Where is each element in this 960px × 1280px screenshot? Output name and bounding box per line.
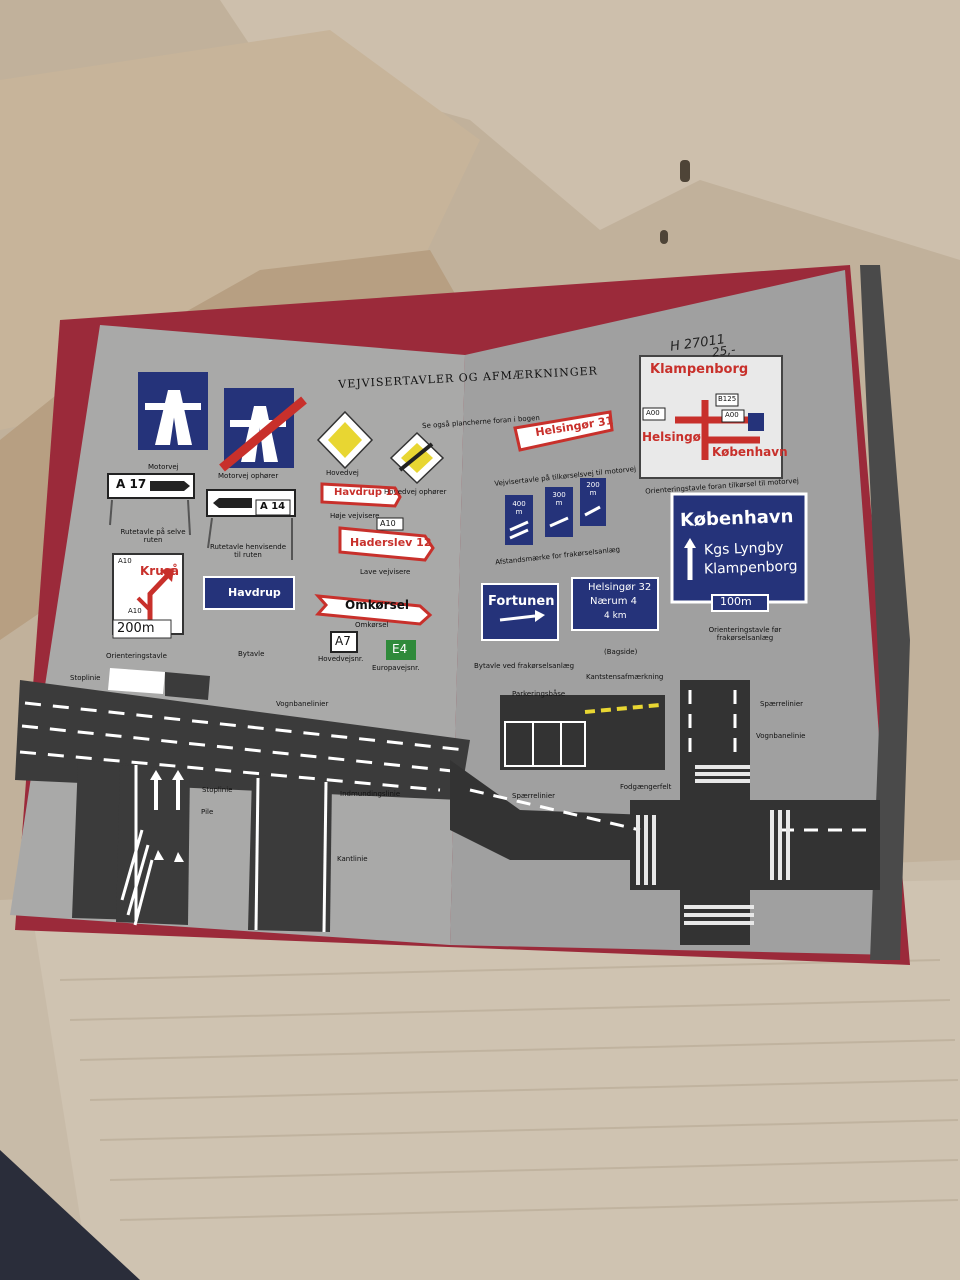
road-label-stoplinie: Stoplinie	[70, 674, 101, 682]
detour-sign-caption: Omkørsel	[355, 621, 389, 629]
high-sign-caption: Høje vejvisere	[330, 512, 380, 520]
diagram-sign-route-top: B125	[718, 395, 737, 403]
big-sign-line-1: København	[679, 506, 794, 531]
road-label-stoplinie-2: Stoplinie	[202, 786, 233, 794]
main-road-number-caption: Hovedvejsnr.	[318, 655, 364, 663]
route-sign-2-caption: Rutetavle henvisende til ruten	[209, 543, 287, 559]
diagram-sign-top: Klampenborg	[650, 362, 749, 377]
distance-marker-300: 300 m	[552, 491, 566, 507]
back-sign-line-3: 4 km	[604, 611, 627, 621]
diagram-sign-left: Helsingør	[642, 430, 707, 444]
distance-marker-200: 200 m	[586, 481, 600, 497]
orient-sign-text: Kruså	[140, 564, 179, 578]
road-label-spaerrelinier-2: Spærrelinier	[512, 792, 556, 800]
fortunen-caption: Bytavle ved frakørselsanlæg	[474, 662, 575, 670]
diagram-sign-right: København	[712, 445, 788, 459]
low-sign-route: A10	[380, 519, 396, 528]
orient-sign-caption: Orienteringstavle	[106, 652, 167, 660]
low-sign-text: Haderslev 12	[350, 536, 432, 549]
big-sign-line-3: Klampenborg	[703, 558, 798, 578]
route-sign-1-text: A 17	[116, 477, 147, 491]
back-sign-caption: (Bagside)	[604, 648, 638, 656]
road-label-kantstensafmaerkning: Kantstensafmærkning	[586, 673, 664, 681]
detour-sign-text: Omkørsel	[345, 598, 409, 612]
road-label-vognbanelinier: Vognbanelinier	[276, 700, 329, 708]
big-sign-caption: Orienteringstavle før frakørselsanlæg	[708, 626, 782, 642]
road-label-pile: Pile	[201, 808, 214, 816]
euro-road-number-caption: Europavejsnr.	[372, 664, 420, 672]
back-sign-line-1: Helsingør 32	[588, 582, 652, 593]
motorvej-sign	[138, 372, 208, 450]
caption-hovedvej: Hovedvej	[326, 469, 359, 477]
fortunen-text: Fortunen	[488, 594, 555, 609]
orient-sign-route-bottom: A10	[128, 607, 142, 615]
orient-sign-distance: 200m	[117, 621, 155, 636]
diagram-sign-route-right: A00	[725, 411, 739, 419]
low-sign-caption: Lave vejvisere	[360, 568, 411, 576]
road-label-kantlinie: Kantlinie	[337, 855, 368, 863]
road-label-vognbanelinie: Vognbanelinie	[756, 732, 806, 740]
big-sign-distance: 100m	[720, 595, 752, 608]
euro-road-number: E4	[392, 642, 408, 656]
route-sign-2-text: A 14	[260, 501, 286, 512]
orient-sign-route-top: A10	[118, 557, 132, 565]
caption-hovedvej-ophorer: Hovedvej ophører	[384, 488, 447, 496]
caption-motorvej: Motorvej	[148, 463, 179, 471]
main-road-number: A7	[335, 634, 351, 648]
road-label-spaerrelinier: Spærrelinier	[760, 700, 804, 708]
distance-marker-400: 400 m	[512, 500, 526, 516]
road-label-parkeringsbase: Parkeringsbåse	[512, 690, 566, 698]
big-sign-line-2: Kgs Lyngby	[703, 539, 784, 559]
road-label-indmundingslinie: Indmundingslinie	[340, 790, 401, 798]
road-label-fodgaengerfelt: Fodgængerfelt	[620, 783, 672, 791]
back-sign-line-2: Nærum 4	[590, 596, 638, 607]
town-sign-caption: Bytavle	[238, 650, 265, 658]
town-sign-text: Havdrup	[228, 586, 281, 599]
route-sign-1-caption: Rutetavle på selve ruten	[120, 528, 186, 544]
high-sign-text: Havdrup 11	[334, 487, 400, 498]
diagram-sign-route-left: A00	[646, 409, 660, 417]
caption-motorvej-ophorer: Motorvej ophører	[218, 472, 279, 480]
